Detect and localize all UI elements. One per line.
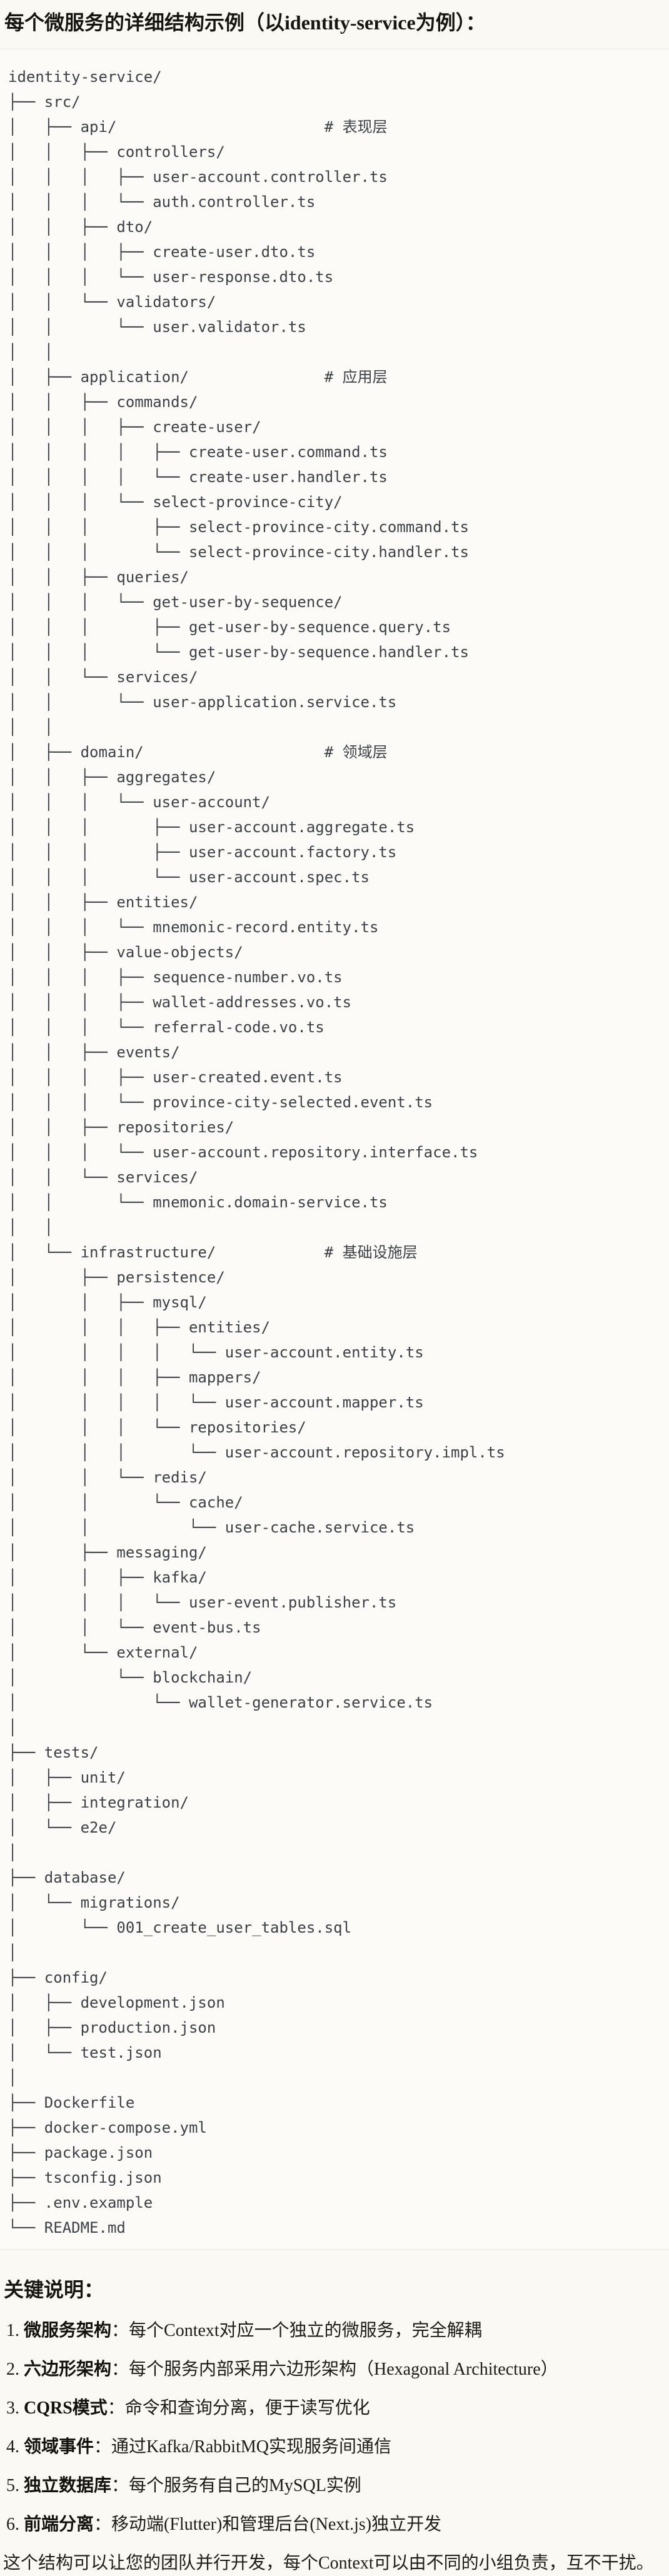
note-number: 6. — [6, 2515, 19, 2534]
note-item: 6. 前端分离：移动端(Flutter)和管理后台(Next.js)独立开发 — [6, 2512, 669, 2537]
note-number: 3. — [6, 2398, 19, 2418]
note-label: 前端分离 — [24, 2515, 94, 2534]
note-item: 2. 六边形架构：每个服务内部采用六边形架构（Hexagonal Architec… — [6, 2357, 669, 2382]
note-number: 5. — [6, 2476, 19, 2495]
note-text: ：每个服务有自己的MySQL实例 — [111, 2476, 361, 2495]
directory-tree-code-block: identity-service/ ├── src/ │ ├── api/ # … — [0, 49, 669, 2250]
note-label: 微服务架构 — [24, 2321, 112, 2340]
note-label: 领域事件 — [24, 2437, 94, 2457]
note-item: 4.领域事件：通过Kafka/RabbitMQ实现服务间通信 — [6, 2435, 669, 2460]
note-item: 5. 独立数据库：每个服务有自己的MySQL实例 — [6, 2473, 669, 2498]
note-number: 4. — [6, 2437, 19, 2457]
note-label: 六边形架构 — [24, 2360, 112, 2379]
note-number: 1. — [6, 2321, 19, 2340]
note-label: CQRS模式 — [24, 2398, 108, 2418]
note-item: 1. 微服务架构：每个Context对应一个独立的微服务，完全解耦 — [6, 2318, 669, 2343]
closing-paragraph: 这个结构可以让您的团队并行开发，每个Context可以由不同的小组负责，互不干扰… — [3, 2553, 654, 2573]
note-text: ：每个Context对应一个独立的微服务，完全解耦 — [111, 2321, 482, 2340]
note-number: 2. — [6, 2360, 19, 2379]
note-text: ：命令和查询分离，便于读写优化 — [107, 2398, 370, 2418]
note-text: ：每个服务内部采用六边形架构（Hexagonal Architecture） — [111, 2360, 558, 2379]
notes-heading: 关键说明： — [4, 2278, 104, 2301]
note-label: 独立数据库 — [24, 2476, 112, 2495]
note-text: ：通过Kafka/RabbitMQ实现服务间通信 — [94, 2437, 391, 2457]
page-title: 每个微服务的详细结构示例（以identity-service为例）： — [4, 11, 486, 34]
note-item: 3.CQRS模式：命令和查询分离，便于读写优化 — [6, 2396, 669, 2421]
note-text: ：移动端(Flutter)和管理后台(Next.js)独立开发 — [94, 2515, 442, 2534]
directory-tree: identity-service/ ├── src/ │ ├── api/ # … — [8, 68, 505, 2236]
